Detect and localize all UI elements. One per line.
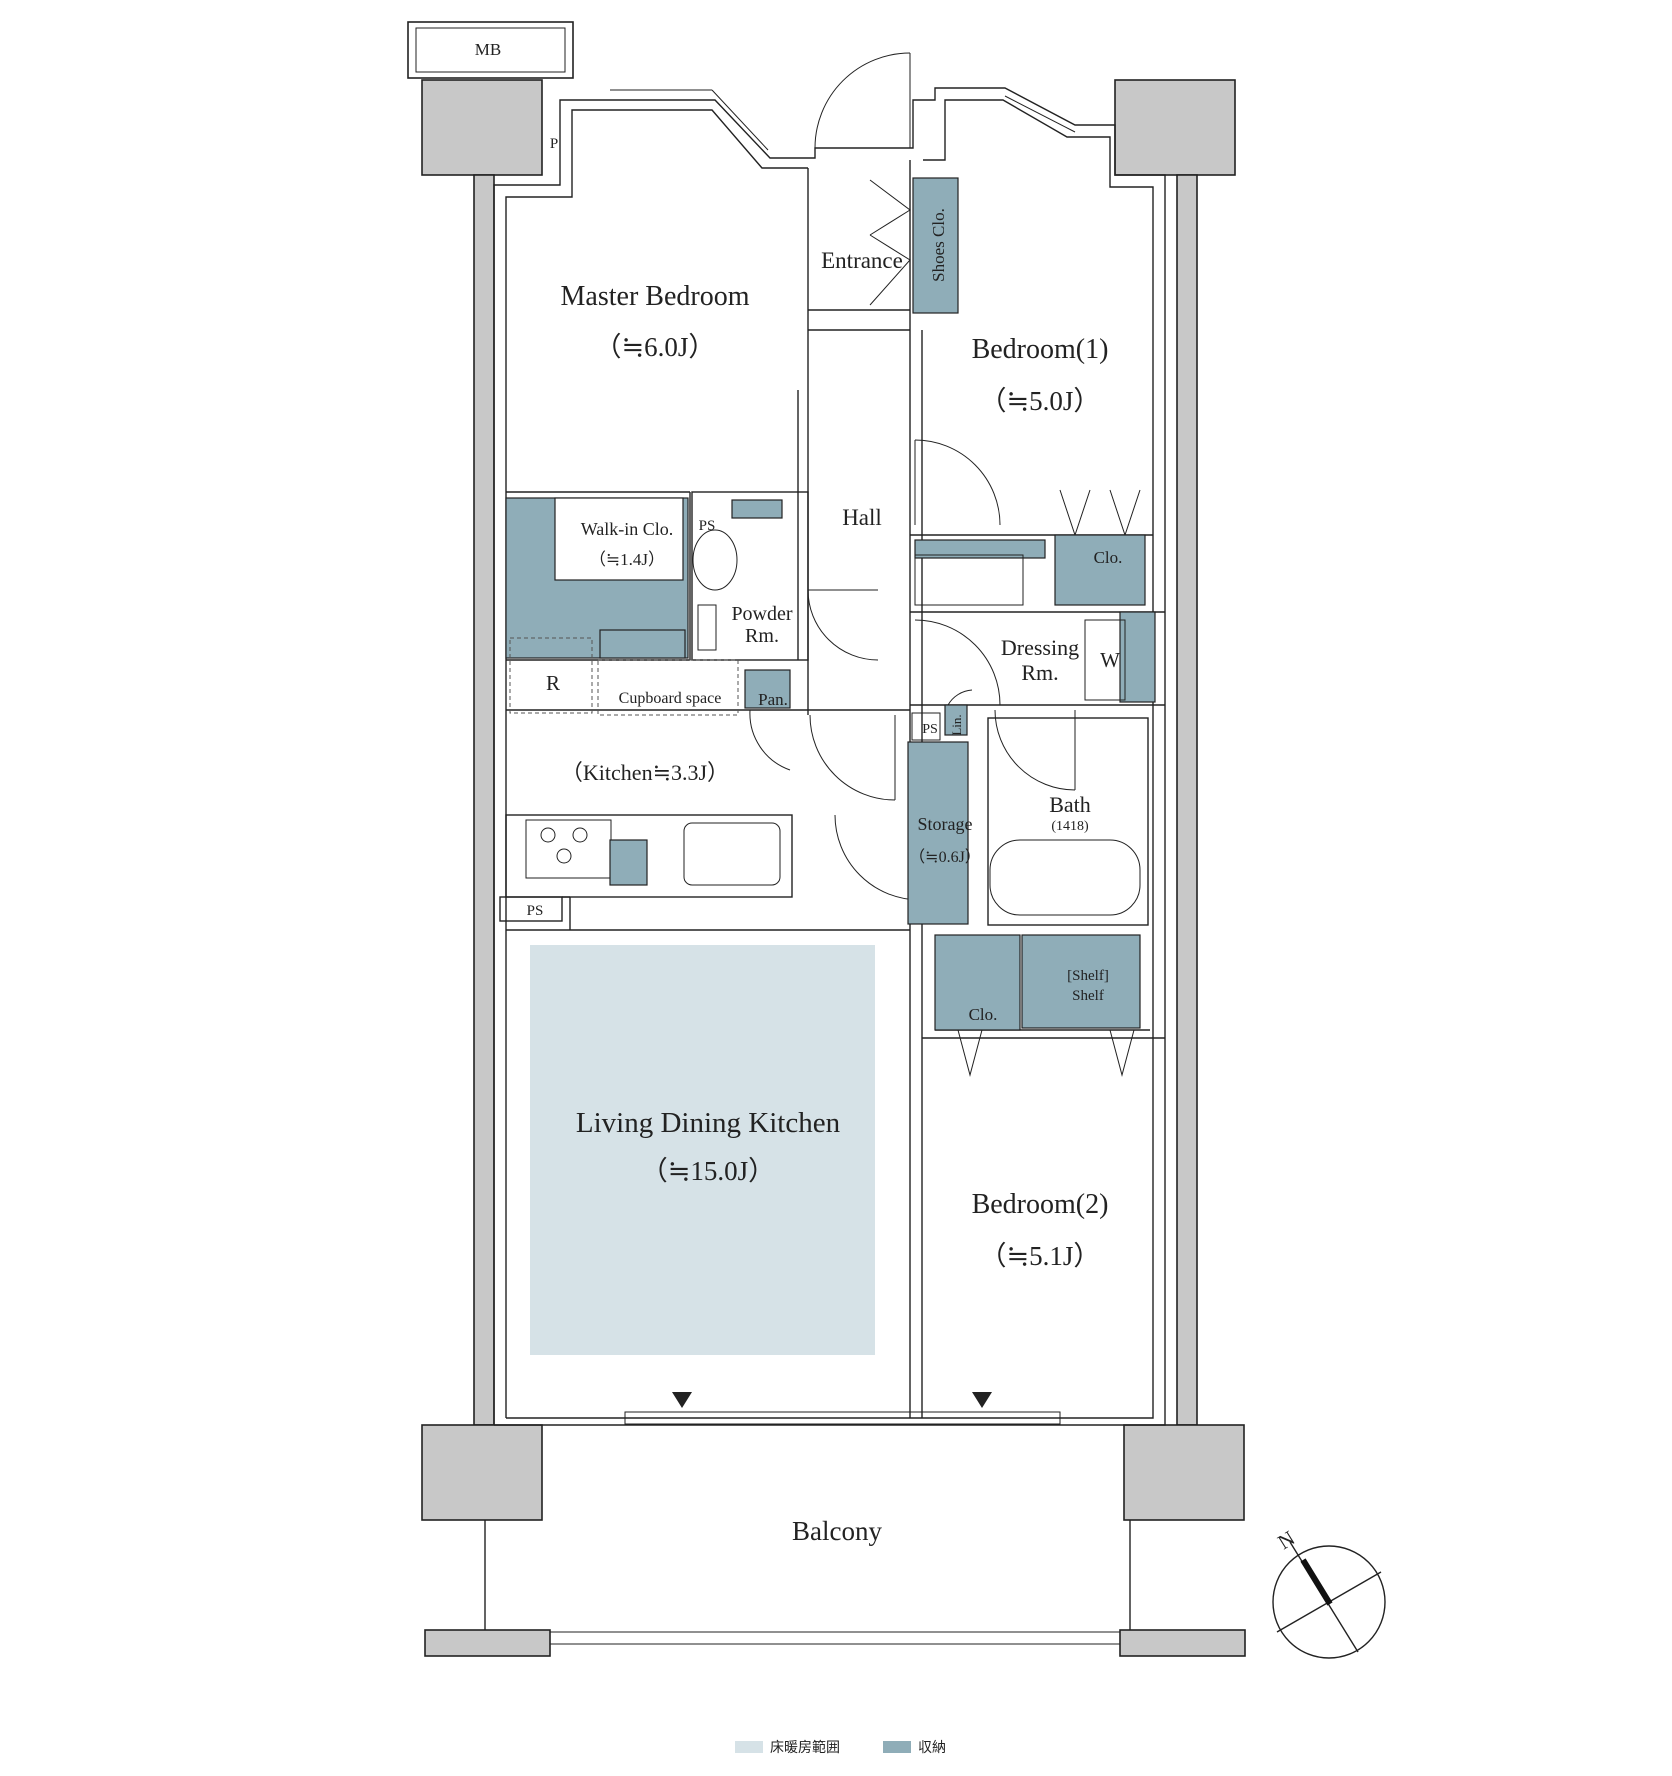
p-label: P: [550, 136, 558, 152]
bed1-closet-label: Clo.: [1094, 548, 1123, 567]
bed2-closet-label: Clo.: [969, 1005, 998, 1024]
hall-label: Hall: [842, 505, 882, 530]
bedroom1-area: （≒5.0J）: [980, 386, 1101, 416]
walk-in-closet-label: Walk-in Clo.: [581, 519, 674, 539]
dressing-room-label-1: Dressing: [1001, 635, 1079, 660]
master-bedroom-label: Master Bedroom: [561, 281, 750, 312]
entrance-label: Entrance: [821, 248, 903, 273]
window-marker-ldk: [672, 1392, 692, 1408]
shoes-closet: [912, 177, 959, 314]
bed1-closet-shelf: [914, 539, 1046, 559]
bedroom2-label: Bedroom(2): [972, 1189, 1109, 1220]
fixtures: [509, 529, 1141, 916]
storage-closet: [907, 741, 969, 925]
legend-storage-swatch: [883, 1741, 911, 1753]
floor-heating-area: [530, 945, 875, 1355]
ldk-label: Living Dining Kitchen: [576, 1107, 841, 1139]
outer-walls: [493, 87, 1166, 1426]
shelf-unit: [1021, 934, 1141, 1029]
ldk-area: （≒15.0J）: [641, 1156, 775, 1186]
ps-bath-label: PS: [922, 722, 938, 737]
linen-cabinet: [944, 704, 968, 736]
master-bedroom-area: （≒6.0J）: [595, 332, 716, 362]
legend-storage-label: 収納: [918, 1740, 946, 1756]
walk-in-closet-area: （≒1.4J）: [589, 550, 665, 569]
powder-room-label-2: Rm.: [745, 625, 779, 647]
ps-kitchen-label: PS: [527, 903, 544, 919]
north-arrow-icon: [1300, 1558, 1333, 1606]
bed1-closet: [1054, 534, 1146, 606]
powder-room-label-1: Powder: [731, 603, 792, 625]
linen-label: Lin.: [949, 714, 964, 735]
ps-toilet-label: PS: [699, 518, 716, 534]
bed2-closet: [934, 934, 1021, 1031]
balcony: [484, 1392, 1131, 1645]
balcony-label: Balcony: [792, 1516, 882, 1546]
bedroom1-label: Bedroom(1): [972, 334, 1109, 365]
dressing-cabinet: [1119, 611, 1156, 703]
storage-areas: [505, 177, 1156, 1031]
cupboard-label: Cupboard space: [619, 690, 722, 707]
legend: 床暖房範囲 収納: [735, 1739, 946, 1756]
structure: [421, 79, 1246, 1657]
doors: [749, 52, 1141, 1077]
legend-floor-heating-swatch: [735, 1741, 763, 1753]
meter-box: MB P: [407, 21, 574, 152]
legend-floor-heating-label: 床暖房範囲: [770, 1739, 840, 1756]
kitchen-label: （Kitchen≒3.3J）: [561, 760, 729, 785]
shelf-label-1: [Shelf]: [1067, 968, 1109, 984]
dressing-room-label-2: Rm.: [1021, 660, 1058, 685]
storage-area: （≒0.6J）: [909, 848, 981, 866]
bedroom2-area: （≒5.1J）: [980, 1241, 1101, 1271]
kitchen-cabinet: [609, 839, 648, 886]
shoes-closet-label: Shoes Clo.: [929, 208, 948, 282]
pantry: [744, 669, 791, 709]
pantry-label: Pan.: [758, 690, 788, 709]
walk-in-closet-lower: [599, 629, 686, 659]
walk-in-closet-inner: [554, 497, 684, 581]
compass: N: [1272, 1526, 1386, 1659]
storage-label: Storage: [918, 814, 973, 834]
mb-label: MB: [475, 40, 501, 59]
bath-label: Bath: [1049, 792, 1091, 817]
room-labels: Entrance Shoes Clo. Master Bedroom （≒6.0…: [527, 208, 1123, 1546]
refrigerator-label: R: [546, 671, 560, 695]
window-marker-bed2: [972, 1392, 992, 1408]
bath-size-label: (1418): [1051, 819, 1089, 834]
toilet-tank: [731, 499, 783, 519]
shelf-label-2: Shelf: [1072, 988, 1104, 1004]
washer-label: W: [1100, 648, 1120, 672]
